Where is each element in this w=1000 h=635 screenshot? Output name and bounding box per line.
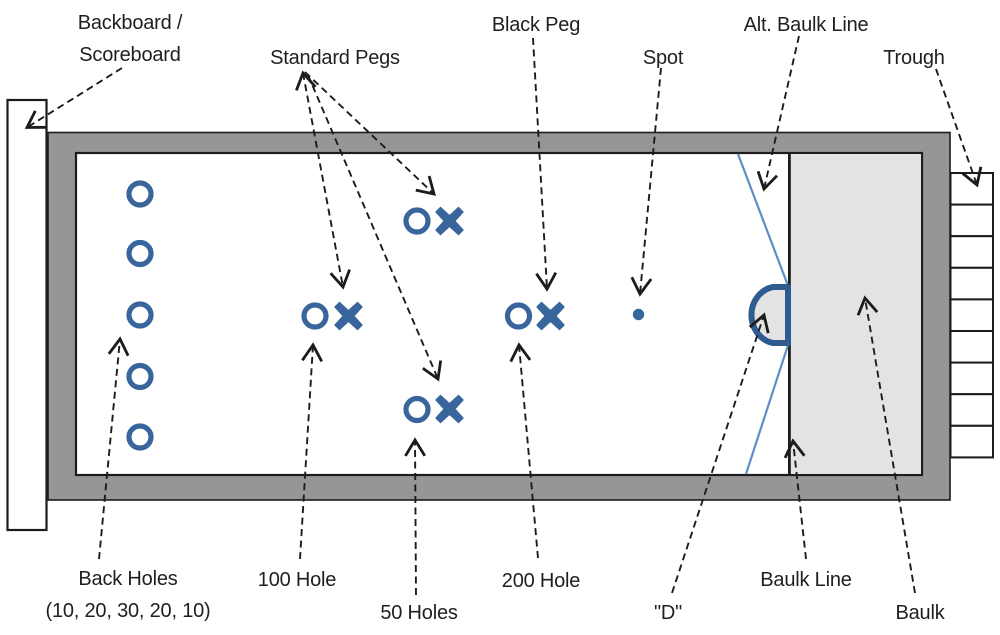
trough-cell	[949, 424, 994, 459]
arrow-spot	[630, 67, 662, 297]
back-holes	[126, 180, 154, 451]
label-trough: Trough	[883, 47, 945, 69]
backboard	[6, 98, 48, 532]
back-hole	[126, 301, 154, 329]
label-50-holes: 50 Holes	[380, 602, 458, 624]
arrow-backboard	[24, 67, 123, 129]
label-backboard-line2: Scoreboard	[79, 44, 181, 66]
back-hole	[126, 239, 154, 268]
label-200-hole: 200 Hole	[501, 570, 581, 592]
arrow-black-peg	[532, 37, 558, 292]
hole-50-bottom-ring	[403, 395, 431, 424]
arrow-baulk-line	[783, 438, 807, 560]
trough-cell	[949, 393, 994, 427]
back-hole	[126, 423, 154, 451]
spot	[632, 308, 645, 321]
back-hole	[126, 180, 154, 208]
trough-cell	[949, 203, 994, 238]
alt-baulk-line	[736, 153, 792, 292]
hole-200-ring	[504, 302, 533, 330]
arrow-d	[671, 312, 770, 594]
trough-cell	[949, 172, 994, 206]
arrow-200-hole	[509, 342, 539, 559]
label-100-hole: 100 Hole	[257, 569, 337, 591]
label-spot: Spot	[642, 47, 684, 69]
arrow-alt-baulk-line	[756, 35, 800, 192]
trough-cell	[949, 298, 994, 332]
alt-baulk-line	[744, 338, 792, 475]
arrow-trough	[935, 68, 983, 188]
arrow-100-hole	[299, 342, 323, 560]
back-hole	[126, 362, 154, 391]
label-backboard-line1: Backboard /	[77, 12, 183, 34]
hole-50-top-ring	[403, 207, 431, 235]
arrow-back-holes	[98, 336, 130, 560]
trough-cell	[949, 330, 994, 364]
d-shape	[748, 284, 791, 346]
label-black-peg: Black Peg	[491, 14, 581, 36]
label-backboard: Backboard / Scoreboard	[78, 7, 183, 71]
label-baulk: Baulk	[895, 602, 945, 624]
trough	[949, 172, 994, 459]
label-standard-pegs: Standard Pegs	[270, 47, 400, 69]
hole-100-ring	[301, 302, 329, 330]
arrow-standard-peg-bottom	[307, 74, 443, 382]
baulk-area	[788, 152, 923, 476]
label-back-holes: Back Holes (10, 20, 30, 20, 10)	[45, 563, 210, 627]
arrow-baulk	[856, 295, 916, 594]
label-back-holes-line2: (10, 20, 30, 20, 10)	[45, 600, 211, 622]
trough-cell	[949, 266, 994, 301]
label-d: "D"	[653, 602, 683, 624]
label-alt-baulk-line: Alt. Baulk Line	[743, 14, 869, 36]
arrow-50-holes	[404, 437, 427, 596]
label-back-holes-line1: Back Holes	[78, 568, 178, 590]
arrow-standard-peg-middle	[295, 70, 351, 290]
trough-cell	[949, 361, 994, 396]
trough-cell	[949, 235, 994, 269]
label-baulk-line: Baulk Line	[760, 569, 852, 591]
